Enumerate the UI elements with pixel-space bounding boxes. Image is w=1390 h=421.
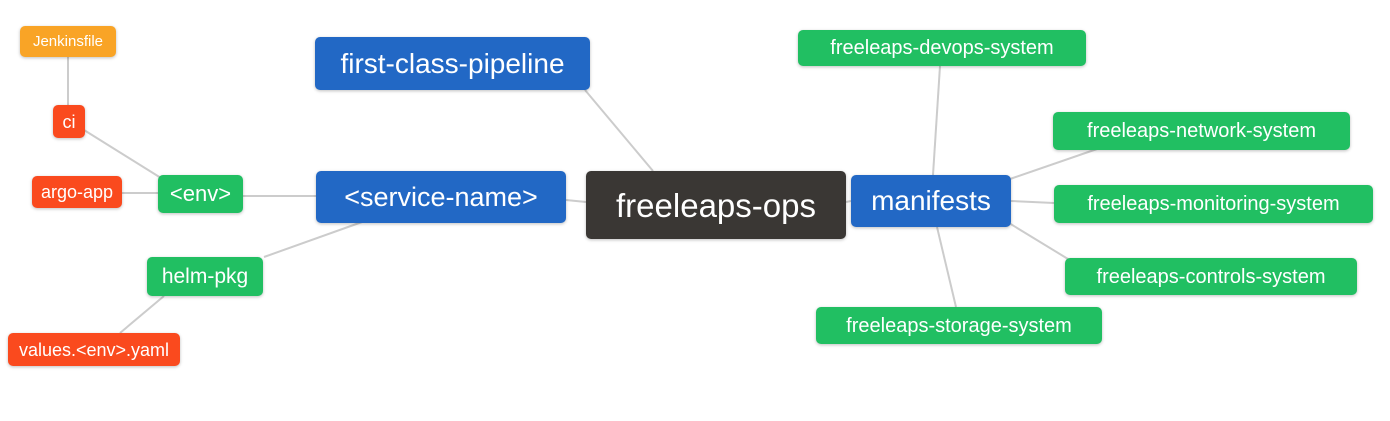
node-freeleaps-network-system[interactable]: freeleaps-network-system	[1053, 112, 1350, 150]
node-freeleaps-devops-system[interactable]: freeleaps-devops-system	[798, 30, 1086, 66]
edge-pipeline-freeleaps-ops	[584, 89, 654, 172]
edge-manifests-storage	[936, 226, 957, 308]
edge-helm-pkg-values-yaml	[119, 295, 165, 334]
edge-manifests-devops	[932, 65, 941, 176]
node-manifests[interactable]: manifests	[851, 175, 1011, 227]
node-helm-pkg[interactable]: helm-pkg	[147, 257, 263, 296]
node-ci[interactable]: ci	[53, 105, 85, 138]
edge-service-name-ops	[565, 199, 587, 203]
node-freeleaps-monitoring-system[interactable]: freeleaps-monitoring-system	[1054, 185, 1373, 223]
node-env[interactable]: <env>	[158, 175, 243, 213]
edge-manifests-monitoring	[1010, 200, 1055, 204]
node-jenkinsfile[interactable]: Jenkinsfile	[20, 26, 116, 57]
edge-manifests-controls	[1008, 222, 1069, 260]
node-first-class-pipeline[interactable]: first-class-pipeline	[315, 37, 590, 90]
edge-service-name-helm-pkg	[263, 221, 363, 258]
edge-ops-manifests	[845, 200, 852, 203]
node-values-env-yaml[interactable]: values.<env>.yaml	[8, 333, 180, 366]
node-freeleaps-storage-system[interactable]: freeleaps-storage-system	[816, 307, 1102, 344]
edge-manifests-network	[1009, 148, 1098, 180]
node-freeleaps-ops[interactable]: freeleaps-ops	[586, 171, 846, 239]
node-freeleaps-controls-system[interactable]: freeleaps-controls-system	[1065, 258, 1357, 295]
node-service-name[interactable]: <service-name>	[316, 171, 566, 223]
node-argo-app[interactable]: argo-app	[32, 176, 122, 208]
edge-ci-env	[83, 129, 162, 179]
